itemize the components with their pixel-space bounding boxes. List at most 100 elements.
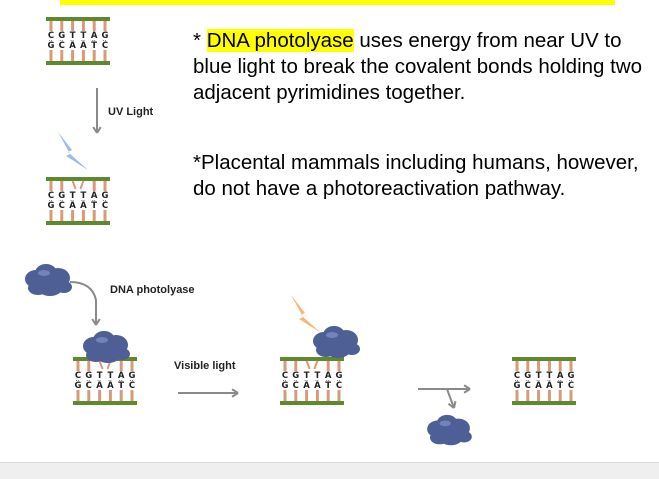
base-bottom: G [514,381,521,391]
dna-backbone-top [512,357,576,361]
base-top: C [75,371,81,381]
base-top: T [536,371,542,381]
base-top: A [118,371,125,381]
base-bottom: A [107,381,114,391]
arrow-head [91,318,101,326]
uv-arrow [92,88,102,134]
base-top: G [292,371,299,381]
dna-backbone-top [280,357,344,361]
base-top: G [58,191,65,201]
dna-backbone-bottom [73,401,137,405]
base-bottom: A [535,381,542,391]
photolyase-enzyme-repairing [313,326,360,358]
base-bottom: C [129,381,135,391]
base-bottom: A [69,41,76,51]
bottom-bar [0,462,659,479]
base-bottom: G [75,381,82,391]
visible-ray [291,295,321,333]
base-bottom: C [59,41,65,51]
dimer-bond [98,360,104,370]
title-highlight-bar [60,0,615,5]
binding-arrow-head [91,312,101,326]
uv-light-label: UV Light [108,106,154,118]
paragraph-prefix: * [193,29,207,52]
enzyme-lobe [56,281,72,293]
enzyme-release-arrow [446,388,457,409]
base-top: A [557,371,564,381]
photolyase-enzyme-free [25,264,72,296]
base-bottom: G [48,41,55,51]
base-top: T [70,31,76,41]
dimer-bond [71,180,77,190]
placental-mammals-paragraph: *Placental mammals including humans, how… [193,151,639,200]
base-bottom: C [86,381,92,391]
base-top: T [80,31,86,41]
dna-backbone-top [46,17,110,21]
base-bottom: A [546,381,553,391]
enzyme-highlight [38,270,50,276]
release-arrow [418,384,471,394]
base-top: A [91,191,98,201]
base-bottom: C [293,381,299,391]
base-bottom: C [568,381,574,391]
base-bottom: G [48,201,55,211]
slide: * DNA photolyase uses energy from near U… [25,0,659,446]
visible-light-arrow [178,388,239,398]
base-bottom: C [336,381,342,391]
base-bottom: A [69,201,76,211]
enzyme-lobe [456,431,472,443]
light-ray [58,132,88,170]
base-top: T [314,371,320,381]
arrow-head [463,384,471,394]
base-bottom: A [80,41,87,51]
base-bottom: T [557,381,563,391]
enzyme-lobe [430,431,449,445]
base-bottom: A [314,381,321,391]
dna-backbone-top [46,177,110,181]
base-top: T [304,371,310,381]
base-bottom: A [303,381,310,391]
base-top: C [48,191,54,201]
enzyme-highlight [96,337,108,343]
base-bottom: C [102,41,108,51]
photolyase-paragraph: * DNA photolyase uses energy from near U… [193,28,659,106]
visible-light-label: Visible light [174,360,236,372]
base-top: G [85,371,92,381]
base-bottom: C [59,201,65,211]
arrow-shaft [446,388,455,409]
dimer-bond [305,360,311,370]
enzyme-lobe [344,343,360,355]
base-top: T [107,371,113,381]
arrow-head [92,126,102,134]
base-top: T [546,371,552,381]
paragraph-rest: uses energy from near UV to blue light t… [193,29,643,104]
arrow-head [231,388,239,398]
dna-backbone-bottom [280,401,344,405]
base-top: G [336,371,343,381]
base-bottom: T [91,201,97,211]
base-top: G [102,191,109,201]
enzyme-lobe [114,348,130,360]
photolyase-enzyme-bound [83,331,130,363]
base-top: A [325,371,332,381]
base-bottom: T [91,41,97,51]
base-top: T [97,371,103,381]
enzyme-highlight [326,332,338,338]
arrow-head [447,400,457,409]
base-bottom: C [102,201,108,211]
photolyase-enzyme-released [427,414,472,446]
base-bottom: A [80,201,87,211]
enzyme-lobe [28,281,48,295]
photoreactivation-diagram: CGGCTATAATGCCGGCTATAATGCCGGCTATAATGCCGGC… [25,17,576,446]
base-bottom: C [525,381,531,391]
base-top: G [129,371,136,381]
base-top: C [282,371,288,381]
base-top: C [514,371,520,381]
base-top: G [102,31,109,41]
enzyme-lobe [86,348,106,362]
dna-photolyase-label: DNA photolyase [110,284,195,296]
